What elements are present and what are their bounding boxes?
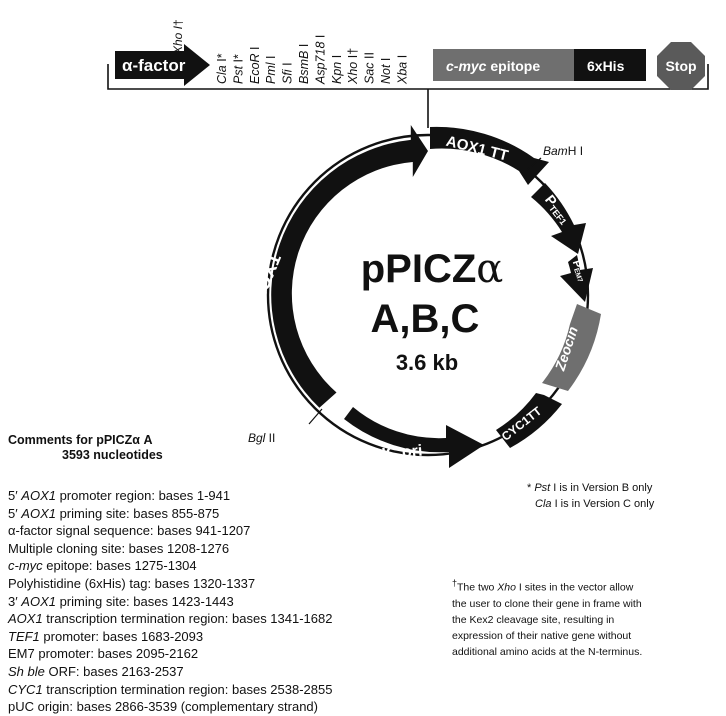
his-tag-box — [574, 49, 646, 81]
feature-list-item: EM7 promoter: bases 2095-2162 — [8, 646, 199, 662]
restriction-site-label: Sac II — [363, 52, 377, 84]
plasmid-size: 3.6 kb — [396, 350, 458, 375]
bamh1-label: BamH I — [543, 144, 583, 158]
bamh1-tick — [526, 157, 542, 171]
feature-list-item: Multiple cloning site: bases 1208-1276 — [8, 540, 230, 556]
footnote-xho-line: †The two Xho I sites in the vector allow — [452, 578, 634, 594]
bgl2-label: Bgl II — [248, 431, 275, 445]
comments-title: Comments for pPICZα A — [8, 433, 153, 447]
feature-list-item: TEF1 promoter: bases 1683-2093 — [8, 628, 204, 644]
restriction-site-label: Pst I* — [231, 54, 245, 84]
feature-list-item: 5′ AOX1 promoter region: bases 1-941 — [8, 488, 231, 503]
bgl2-tick — [308, 408, 323, 425]
comments-block: Comments for pPICZα A 3593 nucleotides 5… — [8, 433, 332, 716]
restriction-site-label: Kpn I — [330, 55, 344, 84]
restriction-site-label: Asp718 I — [313, 35, 327, 85]
feature-list-item: CYC1 transcription termination region: b… — [8, 681, 333, 697]
zeocin-arrow — [542, 304, 601, 391]
restriction-site-label: Pml I — [264, 56, 278, 84]
footnote-version-line: Cla I is in Version C only — [535, 498, 655, 510]
pem7-arrow — [560, 255, 593, 302]
ptef1-arrow — [531, 183, 586, 254]
alpha-factor-arrow — [115, 44, 210, 86]
cyc1tt-arrow — [496, 393, 562, 448]
restriction-site-label: Cla I* — [215, 53, 229, 84]
aox1-tt-arrow — [430, 126, 549, 185]
his-tag-label: 6xHis — [587, 58, 625, 74]
plasmid-versions: A,B,C — [371, 297, 480, 341]
cmyc-epitope-box — [433, 49, 574, 81]
restriction-site-label: Xho I† — [346, 48, 360, 85]
restriction-site-label: Xba I — [395, 55, 409, 85]
restriction-site-label: Not I — [379, 58, 393, 84]
feature-list-item: Sh ble ORF: bases 2163-2537 — [8, 663, 184, 679]
footnote-xho: †The two Xho I sites in the vector allow… — [452, 575, 720, 660]
alpha-factor-label: α-factor — [122, 56, 186, 75]
pem7-label: PEM7 — [570, 259, 588, 283]
feature-list-item: pUC origin: bases 2866-3539 (complementa… — [8, 699, 318, 715]
restriction-site-label: BsmB I — [297, 44, 311, 84]
plasmid-name: pPICZα — [361, 246, 504, 292]
feature-list-item: c-myc epitope: bases 1275-1304 — [8, 558, 197, 574]
footnote-xho-line: the Kex2 cleavage site, resulting in — [452, 613, 615, 626]
footnote-version-line: * Pst I is in Version B only — [527, 482, 653, 494]
xho-site-top-label: Xho I† — [171, 19, 185, 55]
restriction-site-label: Sfi I — [281, 62, 295, 84]
puc-ori-label: pUC ori — [364, 443, 423, 465]
cmyc-epitope-label: c-myc epitope — [446, 58, 540, 74]
stop-label: Stop — [665, 58, 696, 74]
feature-list-item: 3′ AOX1 priming site: bases 1423-1443 — [8, 593, 234, 609]
aox1-5-arrow — [271, 125, 428, 408]
footnote-xho-line: expression of their native gene without — [452, 629, 632, 642]
puc-ori-arrow — [344, 407, 484, 468]
feature-list-item: Polyhistidine (6xHis) tag: bases 1320-13… — [8, 575, 256, 591]
feature-list-item: 5′ AOX1 priming site: bases 855-875 — [8, 505, 220, 521]
footnote-xho-line: the user to clone their gene in frame wi… — [452, 597, 642, 610]
plasmid-circle: 5′ AOX1 AOX1 TT BamH I PTEF1 PEM7 — [240, 125, 601, 468]
comments-nucleotides: 3593 nucleotides — [62, 448, 163, 462]
mcs-bracket — [107, 64, 709, 90]
footnote-xho-line: additional amino acids at the N-terminus… — [452, 645, 643, 658]
feature-list-item: AOX1 transcription termination region: b… — [8, 611, 333, 627]
feature-list-item: α-factor signal sequence: bases 941-1207 — [8, 523, 251, 539]
restriction-site-label: EcoR I — [248, 46, 262, 84]
feature-list: 5′ AOX1 promoter region: bases 1-941 5′ A… — [8, 487, 332, 716]
stop-octagon — [657, 42, 705, 90]
backbone-circle — [266, 133, 590, 457]
